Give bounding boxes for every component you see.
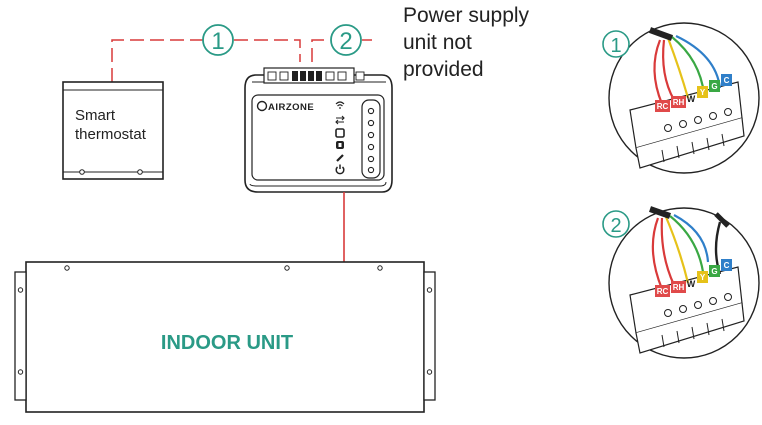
fan-icon bbox=[335, 128, 345, 138]
wrench-icon bbox=[336, 154, 344, 162]
detail-2-terminal-block bbox=[629, 266, 745, 354]
power-supply-line-2: unit not bbox=[403, 31, 472, 54]
smart-thermostat: Smart thermostat bbox=[62, 81, 164, 180]
detail-1-label-y: Y bbox=[700, 88, 706, 97]
callout-2: 2 bbox=[330, 24, 362, 56]
power-supply-note: Power supply unit not provided bbox=[403, 4, 530, 81]
detail-1-number: 1 bbox=[610, 35, 621, 57]
wifi-icon bbox=[335, 101, 345, 109]
detail-1-badge bbox=[602, 30, 630, 58]
detail-1: RC RH W Y G C 1 bbox=[602, 22, 760, 174]
detail-2-labels: RC RH W Y G C bbox=[655, 259, 732, 297]
hvac-icon bbox=[336, 141, 344, 149]
airzone-controller: AIRZONE bbox=[244, 67, 393, 193]
callout-1-number: 1 bbox=[211, 28, 224, 55]
detail-1-label-rh: RH bbox=[673, 98, 685, 107]
callout-2-number: 2 bbox=[339, 28, 352, 55]
detail-2-label-y: Y bbox=[700, 273, 706, 282]
detail-1-terminal-block bbox=[629, 81, 745, 169]
indoor-unit: INDOOR UNIT bbox=[14, 261, 436, 413]
airzone-logo-icon bbox=[256, 100, 268, 112]
callout-1: 1 bbox=[202, 24, 234, 56]
thermostat-label-line-1: Smart bbox=[75, 107, 116, 124]
power-supply-line-1: Power supply bbox=[403, 4, 530, 27]
detail-2-label-rc: RC bbox=[657, 287, 669, 296]
detail-2-label-g: G bbox=[711, 267, 717, 276]
detail-2-label-rh: RH bbox=[673, 283, 685, 292]
detail-1-label-c: C bbox=[724, 76, 730, 85]
detail-2: RC RH W Y G C 2 bbox=[602, 206, 760, 359]
detail-1-labels: RC RH W Y G C bbox=[655, 74, 732, 112]
detail-1-label-rc: RC bbox=[657, 102, 669, 111]
power-icon bbox=[335, 164, 345, 175]
led-column bbox=[361, 99, 381, 179]
detail-2-number: 2 bbox=[610, 215, 621, 237]
controller-brand: AIRZONE bbox=[268, 102, 314, 113]
arrows-icon bbox=[335, 115, 345, 125]
power-supply-line-3: provided bbox=[403, 58, 484, 81]
indoor-unit-label: INDOOR UNIT bbox=[161, 332, 293, 354]
detail-2-label-w: W bbox=[687, 279, 696, 289]
wire-callout-1 bbox=[111, 39, 301, 82]
detail-1-label-g: G bbox=[711, 82, 717, 91]
detail-2-badge bbox=[602, 210, 630, 238]
wire-callout-2 bbox=[311, 39, 378, 62]
thermostat-label-line-2: thermostat bbox=[75, 126, 147, 143]
detail-1-label-w: W bbox=[687, 94, 696, 104]
controller-terminal-block bbox=[263, 67, 365, 84]
detail-2-label-c: C bbox=[724, 261, 730, 270]
